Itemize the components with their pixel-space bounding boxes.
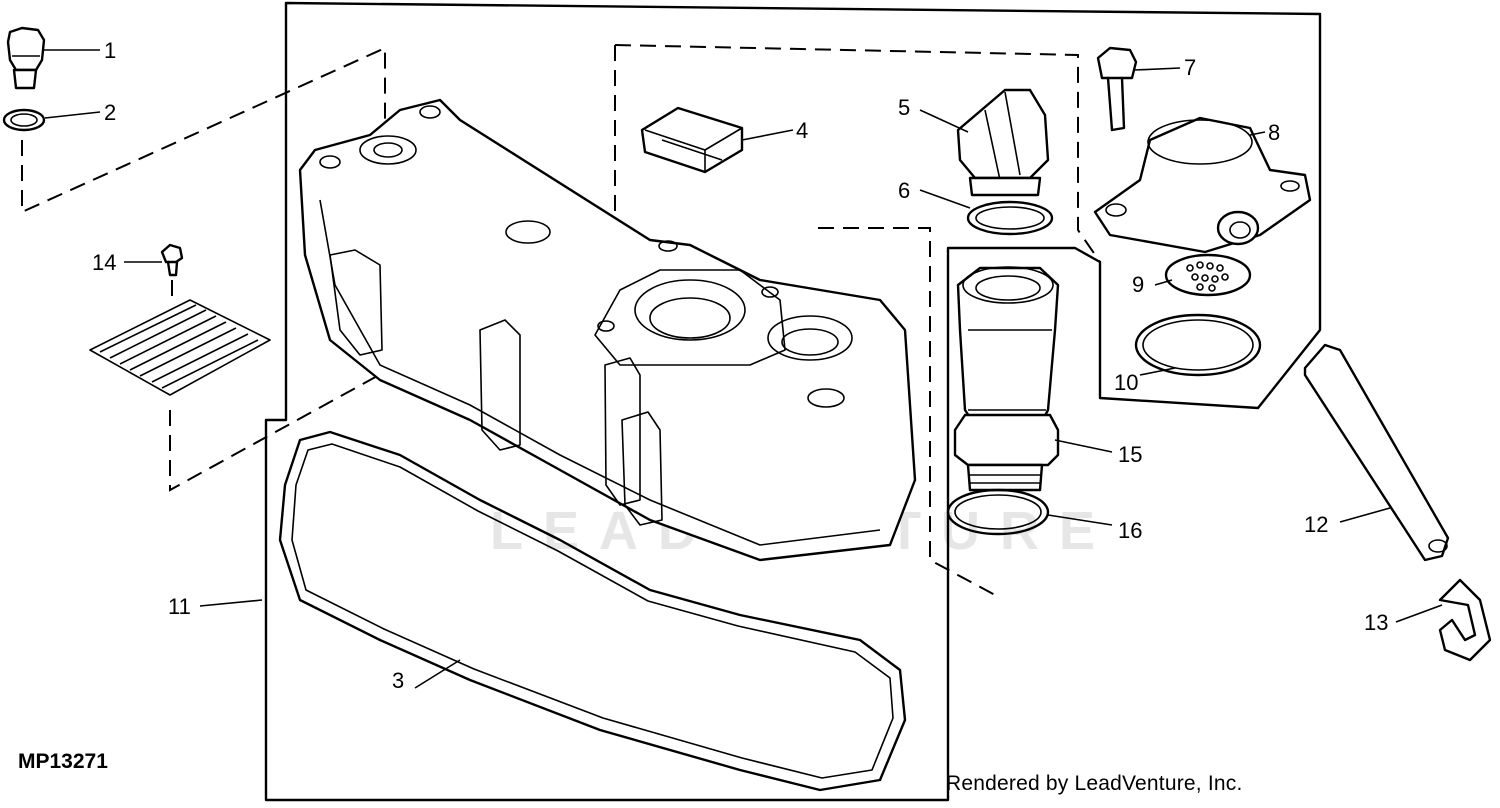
valve-cover-gasket-inner <box>291 443 894 779</box>
grommet-part-4 <box>640 106 744 174</box>
screen-part-9 <box>1164 253 1252 297</box>
valve-cover <box>298 98 917 562</box>
clamp-part-13 <box>1438 578 1492 662</box>
callout-13: 13 <box>1364 610 1388 635</box>
breather-housing-part-8 <box>1093 116 1312 254</box>
hose-part-12 <box>1303 343 1450 562</box>
o-ring-part-10 <box>1134 313 1262 377</box>
callout-1: 1 <box>104 38 116 63</box>
decal <box>89 299 271 396</box>
callout-6: 6 <box>898 178 910 203</box>
o-ring-part-16 <box>946 488 1050 536</box>
callout-16: 16 <box>1118 518 1142 543</box>
leader-lines <box>44 49 1443 689</box>
callout-2: 2 <box>104 100 116 125</box>
callout-7: 7 <box>1184 55 1196 80</box>
render-credit: Rendered by LeadVenture, Inc. <box>946 772 1243 795</box>
callout-15: 15 <box>1118 442 1142 467</box>
dashed-guide-decal <box>169 268 571 492</box>
dashed-guide-breather <box>614 44 1101 263</box>
filler-cap-part-5 <box>956 88 1050 197</box>
screw-part-14 <box>160 243 184 300</box>
callout-14: 14 <box>92 250 116 275</box>
callout-8: 8 <box>1268 120 1280 145</box>
valve-cover-gasket <box>278 430 907 792</box>
group-outline <box>264 1 1322 802</box>
callout-11: 11 <box>168 594 191 619</box>
drawing-code: MP13271 <box>18 750 108 773</box>
bolt-part-7 <box>1096 46 1138 132</box>
snap-ring-part-6 <box>966 200 1054 236</box>
callout-12: 12 <box>1304 512 1328 537</box>
callout-10: 10 <box>1114 370 1138 395</box>
callout-5: 5 <box>898 95 910 120</box>
filler-neck-part-15 <box>953 266 1060 492</box>
callout-3: 3 <box>392 668 404 693</box>
dashed-guide-plug <box>21 46 386 214</box>
callout-4: 4 <box>796 118 808 143</box>
callout-9: 9 <box>1132 272 1144 297</box>
plug-part-1 <box>6 26 46 90</box>
dashed-guide-filler <box>818 227 996 596</box>
washer-part-2 <box>2 108 46 132</box>
